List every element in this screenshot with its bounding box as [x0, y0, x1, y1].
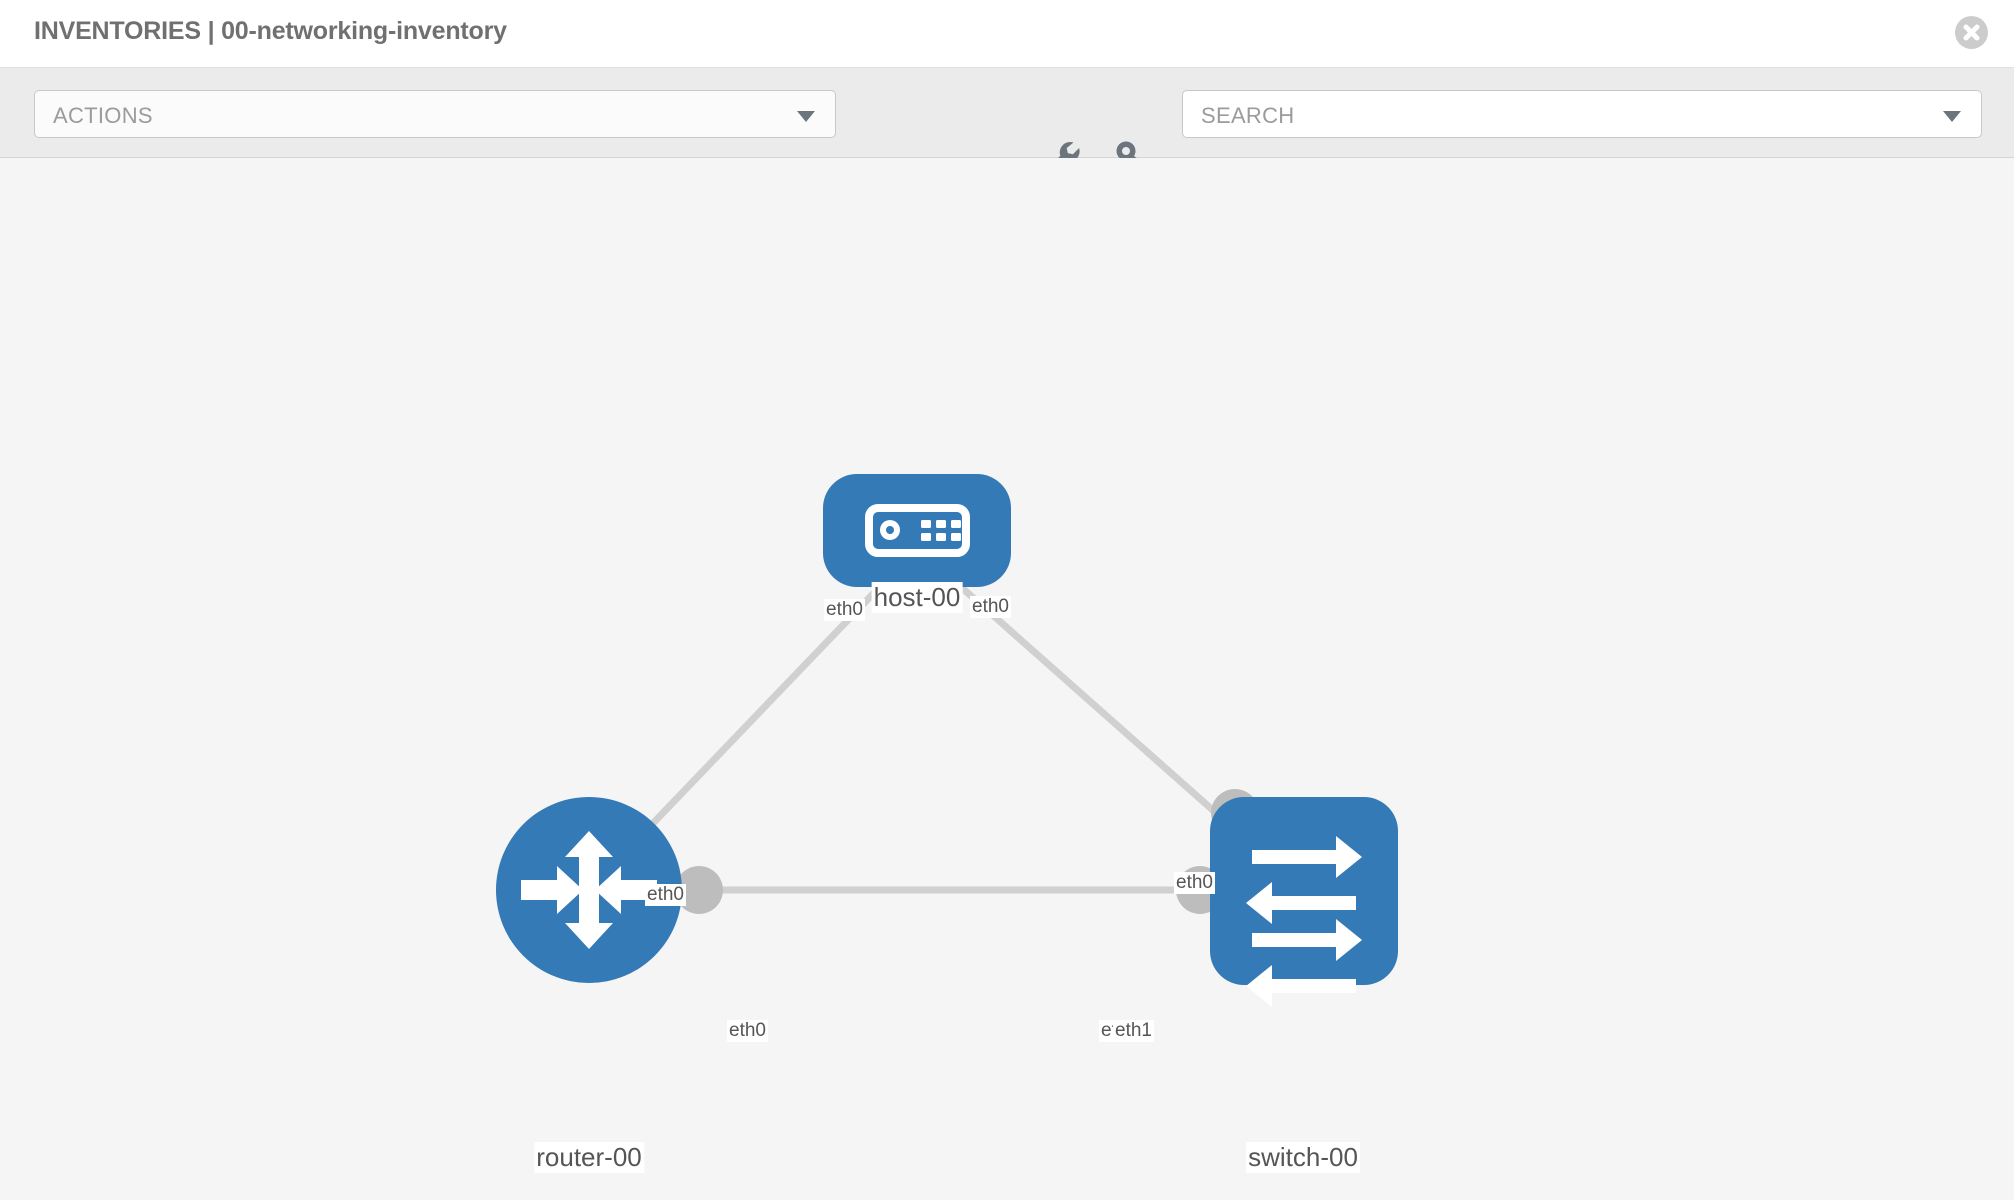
- iface-label-router00-uplink: eth0: [645, 884, 686, 906]
- node-host-00[interactable]: [823, 474, 1011, 587]
- node-label-router-00: router-00: [534, 1142, 644, 1173]
- toolbar: ACTIONS SEARCH: [0, 68, 2014, 173]
- iface-label-host00-left: eth0: [824, 599, 865, 621]
- topology-canvas[interactable]: eth0 eth0 eth0 eth0 eth0 eth0 eth1 host-…: [0, 158, 2014, 1200]
- iface-label-switch00-uplink: eth0: [1174, 872, 1215, 894]
- connector-router00-eth0[interactable]: [675, 866, 723, 914]
- node-router-00[interactable]: [496, 797, 682, 983]
- chevron-down-icon: [797, 111, 815, 122]
- actions-dropdown-label: ACTIONS: [53, 103, 153, 128]
- node-switch-00[interactable]: [1210, 797, 1398, 1007]
- iface-label-host00-right: eth0: [970, 596, 1011, 618]
- node-label-host-00: host-00: [871, 582, 963, 613]
- search-input[interactable]: SEARCH: [1182, 90, 1982, 138]
- iface-label-router00-eth0: eth0: [727, 1020, 768, 1042]
- search-placeholder-label: SEARCH: [1201, 103, 1295, 128]
- node-label-switch-00: switch-00: [1246, 1142, 1360, 1173]
- actions-dropdown[interactable]: ACTIONS: [34, 90, 836, 138]
- page-header: INVENTORIES | 00-networking-inventory: [0, 0, 2014, 68]
- page-title: INVENTORIES | 00-networking-inventory: [34, 17, 507, 45]
- chevron-down-icon: [1943, 111, 1961, 122]
- iface-label-switch00-eth1: eth1: [1113, 1020, 1154, 1042]
- close-icon[interactable]: [1955, 16, 1988, 49]
- topology-graph: [496, 474, 1398, 1007]
